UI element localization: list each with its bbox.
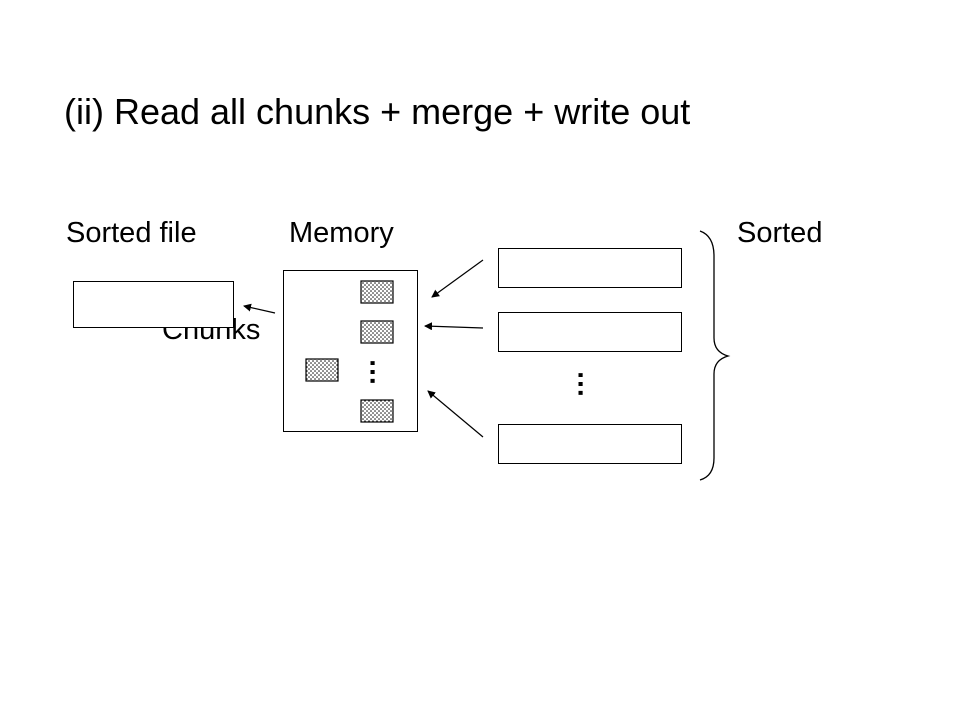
arrow-chunk-1-to-memory bbox=[431, 259, 484, 298]
arrow-chunk-2-to-memory bbox=[424, 322, 484, 331]
label-sorted: Sorted bbox=[737, 217, 823, 249]
sorted-chunk-box-1 bbox=[498, 248, 682, 288]
input-buffer-1 bbox=[360, 280, 394, 304]
chunks-ellipsis: … bbox=[573, 370, 604, 398]
right-curly-brace bbox=[699, 230, 731, 481]
output-sorted-file-box bbox=[73, 281, 234, 328]
sorted-chunk-box-2 bbox=[498, 312, 682, 352]
slide-title: (ii) Read all chunks + merge + write out bbox=[64, 91, 691, 132]
output-buffer bbox=[305, 358, 339, 382]
input-buffer-2 bbox=[360, 320, 394, 344]
sorted-chunk-box-3 bbox=[498, 424, 682, 464]
arrow-chunk-3-to-memory bbox=[427, 390, 484, 438]
memory-ellipsis: … bbox=[365, 358, 396, 386]
memory-box bbox=[283, 270, 418, 432]
label-memory: Memory bbox=[289, 217, 394, 249]
arrow-memory-to-sorted-file bbox=[243, 303, 276, 314]
label-sorted-file: Sorted file bbox=[66, 217, 197, 249]
input-buffer-3 bbox=[360, 399, 394, 423]
